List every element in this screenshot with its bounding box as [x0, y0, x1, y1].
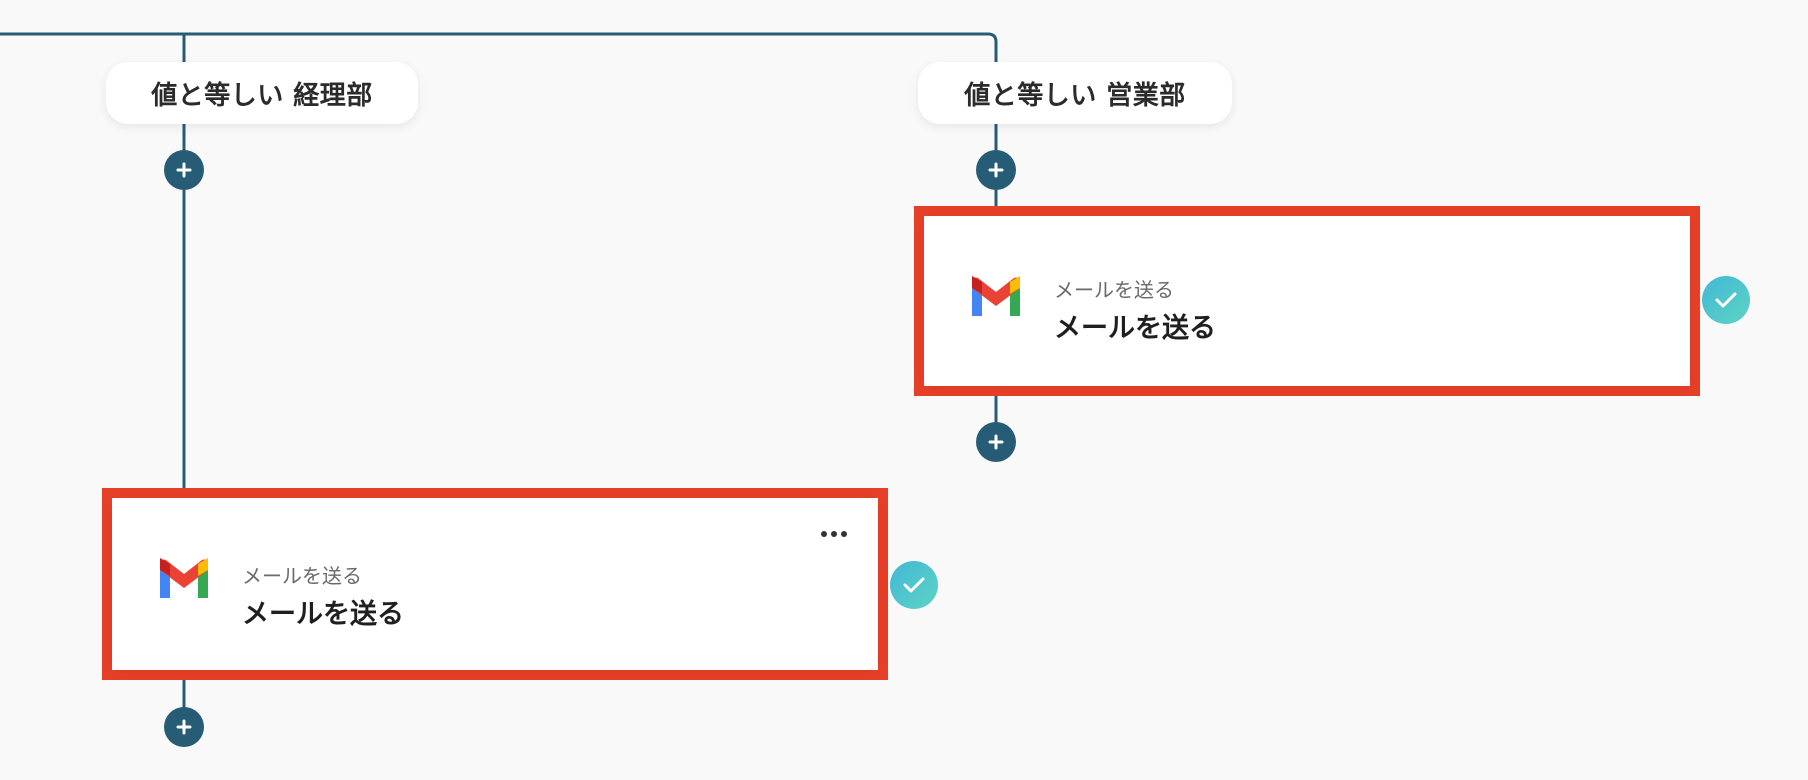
action-service-label: メールを送る [242, 564, 362, 588]
add-step-button-left-bottom[interactable] [164, 707, 204, 747]
more-options-button[interactable] [814, 522, 854, 546]
action-title: メールを送る [1054, 313, 1216, 344]
action-card-body: メールを送る メールを送る [924, 216, 1690, 386]
condition-label-sales[interactable]: 値と等しい 営業部 [918, 62, 1232, 124]
plus-icon [176, 719, 192, 735]
action-card-sales[interactable]: メールを送る メールを送る [914, 206, 1700, 396]
add-step-button-right-bottom[interactable] [976, 422, 1016, 462]
condition-label-accounting[interactable]: 値と等しい 経理部 [106, 62, 418, 124]
add-step-button-left-top[interactable] [164, 150, 204, 190]
action-card-accounting[interactable]: メールを送る メールを送る [102, 488, 888, 680]
plus-icon [176, 162, 192, 178]
plus-icon [988, 434, 1004, 450]
check-icon [903, 577, 925, 593]
add-step-button-right-top[interactable] [976, 150, 1016, 190]
check-icon [1715, 292, 1737, 308]
status-complete-badge-accounting [890, 561, 938, 609]
action-service-label: メールを送る [1054, 278, 1174, 302]
action-card-body: メールを送る メールを送る [112, 498, 878, 670]
gmail-icon [972, 276, 1020, 316]
gmail-icon [160, 558, 208, 598]
status-complete-badge-sales [1702, 276, 1750, 324]
action-title: メールを送る [242, 599, 404, 630]
more-horizontal-icon [821, 531, 847, 537]
plus-icon [988, 162, 1004, 178]
branch-connector-top [0, 32, 998, 62]
